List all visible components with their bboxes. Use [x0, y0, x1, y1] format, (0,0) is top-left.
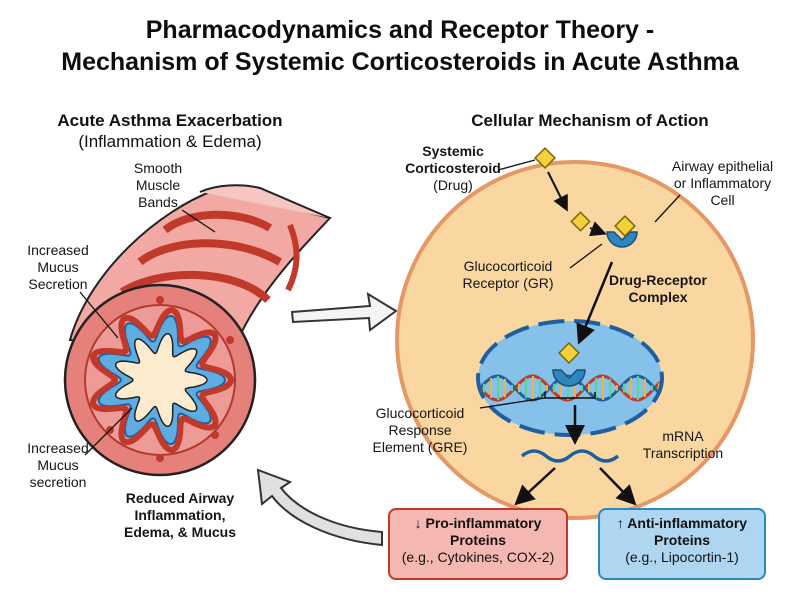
pro-box-title: ↓ Pro-inflammatory — [414, 515, 542, 531]
drug-molecule-1 — [534, 147, 556, 169]
label-line: Smooth — [133, 160, 183, 176]
label-line: Increased — [27, 440, 89, 456]
gland-dot — [156, 296, 164, 304]
label-cell: Airway epithelial or Inflammatory Cell — [655, 158, 790, 209]
receptor-complex — [606, 231, 638, 248]
label-reduced-inflammation: Reduced Airway Inflammation, Edema, & Mu… — [105, 490, 255, 541]
muscle-band-1 — [162, 210, 273, 234]
label-line: or Inflammatory — [673, 175, 772, 191]
arrow-complex-to-nucleus — [576, 261, 614, 345]
airway-tube-end — [199, 184, 331, 219]
diagram-title: Pharmacodynamics and Receptor Theory - M… — [0, 14, 800, 78]
label-line: mRNA — [662, 428, 704, 444]
label-line: Corticosteroid — [405, 160, 501, 176]
label-receptor: Glucocorticoid Receptor (GR) — [448, 258, 568, 292]
title-line-2: Mechanism of Systemic Corticosteroids in… — [61, 48, 739, 76]
leader-gre — [479, 397, 546, 409]
label-line: Bands — [138, 194, 178, 210]
label-line: Receptor (GR) — [462, 275, 554, 291]
label-line: Mucus — [37, 259, 79, 275]
leader-smooth-muscle — [181, 209, 216, 233]
anti-box-example: (e.g., Lipocortin-1) — [625, 549, 739, 565]
right-panel-heading: Cellular Mechanism of Action — [440, 110, 740, 131]
arrow-drug-bind — [588, 221, 607, 237]
label-mucus-bottom: Increased Mucus secretion — [8, 440, 108, 491]
label-line: Transcription — [642, 445, 724, 461]
airway-lumen — [114, 332, 208, 428]
receptor-on-dna — [552, 369, 586, 387]
anti-inflammatory-box: ↑ Anti-inflammatory Proteins (e.g., Lipo… — [598, 508, 766, 580]
left-panel-heading: Acute Asthma Exacerbation (Inflammation … — [20, 110, 320, 152]
anti-box-title2: Proteins — [653, 532, 710, 548]
label-smooth-muscle: Smooth Muscle Bands — [118, 160, 198, 211]
label-mrna: mRNA Transcription — [628, 428, 738, 462]
label-line: (Drug) — [433, 177, 473, 193]
label-drug-receptor-complex: Drug-Receptor Complex — [598, 272, 718, 306]
mrna-strand — [520, 449, 620, 463]
label-line: Response — [388, 422, 452, 438]
airway-mucosa-folds — [90, 306, 235, 454]
label-mucus-top: Increased Mucus Secretion — [8, 242, 108, 293]
left-heading-text: Acute Asthma Exacerbation — [57, 111, 283, 130]
label-line: Mucus — [37, 457, 79, 473]
anti-box-title: ↑ Anti-inflammatory — [616, 515, 748, 531]
label-line: Increased — [27, 242, 89, 258]
label-line: Reduced Airway — [125, 490, 235, 506]
leader-mucus-top — [79, 291, 119, 339]
label-line: Glucocorticoid — [375, 405, 465, 421]
drug-molecule-2 — [570, 211, 591, 232]
pro-inflammatory-box: ↓ Pro-inflammatory Proteins (e.g., Cytok… — [388, 508, 568, 580]
label-line: Edema, & Mucus — [123, 524, 237, 540]
label-drug: Systemic Corticosteroid (Drug) — [398, 143, 508, 194]
pro-box-example: (e.g., Cytokines, COX-2) — [401, 549, 555, 565]
title-line-1: Pharmacodynamics and Receptor Theory - — [145, 16, 655, 44]
label-line: Glucocorticoid — [463, 258, 553, 274]
label-line: Drug-Receptor — [608, 272, 707, 288]
label-line: secretion — [29, 474, 87, 490]
label-line: Airway epithelial — [671, 158, 774, 174]
label-line: Element (GRE) — [372, 439, 468, 455]
label-line: Muscle — [135, 177, 181, 193]
left-subheading-text: (Inflammation & Edema) — [78, 132, 262, 151]
drug-bound-1 — [614, 215, 636, 237]
gland-dot — [156, 454, 164, 462]
pro-box-title2: Proteins — [449, 532, 506, 548]
leader-cell — [654, 194, 681, 223]
label-line: Inflammation, — [134, 507, 226, 523]
arrow-to-cell — [290, 292, 398, 332]
arrow-to-anti-box — [599, 467, 637, 506]
arrow-back-to-airway — [256, 468, 383, 547]
arrow-drug-enter — [547, 171, 568, 212]
muscle-band-4 — [285, 223, 300, 292]
label-line: Complex — [628, 289, 688, 305]
gre-bracket — [544, 392, 596, 399]
arrow-to-pro-box — [514, 467, 556, 506]
leader-mucus-bottom — [84, 407, 133, 456]
label-gre: Glucocorticoid Response Element (GRE) — [360, 405, 480, 456]
label-line: Secretion — [28, 276, 88, 292]
gland-dot — [91, 356, 99, 364]
right-heading-text: Cellular Mechanism of Action — [471, 111, 709, 130]
muscle-band-2 — [137, 239, 282, 266]
drug-bound-2 — [558, 342, 580, 364]
gland-dot — [226, 336, 234, 344]
muscle-band-3 — [119, 270, 271, 304]
label-line: Cell — [710, 192, 735, 208]
gland-dot — [211, 431, 219, 439]
airway-illustration — [63, 184, 332, 477]
leader-drug — [497, 159, 536, 171]
leader-receptor — [569, 243, 603, 269]
label-line: Systemic — [422, 143, 484, 159]
